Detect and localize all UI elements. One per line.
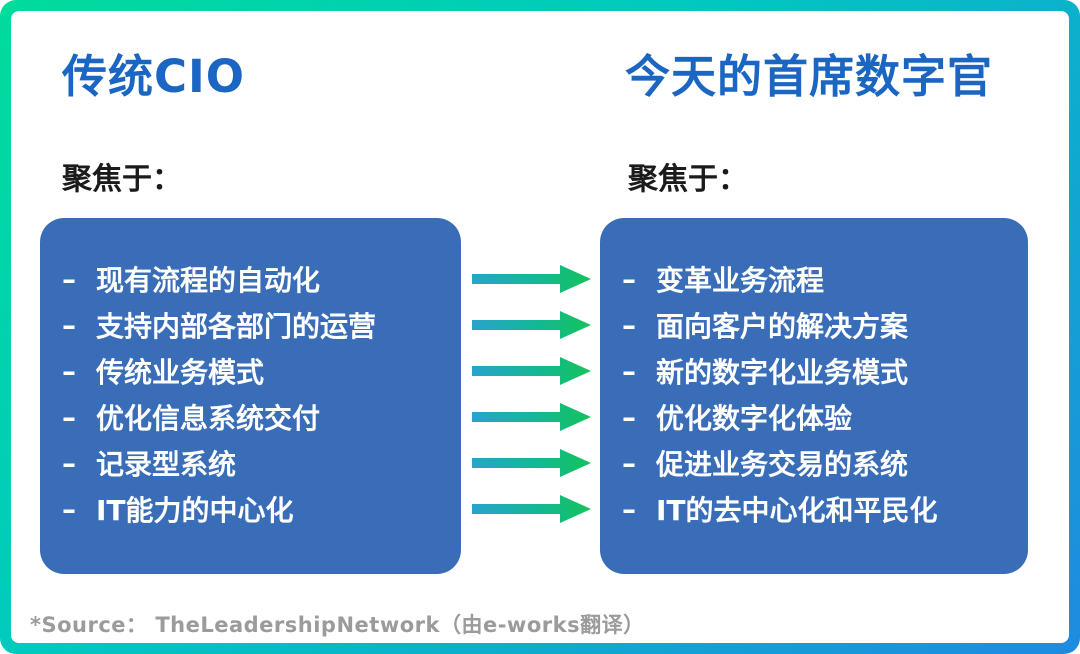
chief-digital-officer-box: – 变革业务流程 – 面向客户的解决方案 – 新的数字化业务模式 – 优化数字化… bbox=[600, 218, 1028, 574]
right-arrow-icon bbox=[472, 265, 591, 293]
arrow-row bbox=[463, 394, 601, 440]
list-item: – 支持内部各部门的运营 bbox=[62, 302, 449, 348]
transition-arrows bbox=[463, 218, 601, 574]
traditional-cio-box: – 现有流程的自动化 – 支持内部各部门的运营 – 传统业务模式 – 优化信息系… bbox=[40, 218, 461, 574]
list-item: – IT的去中心化和平民化 bbox=[622, 486, 1016, 532]
item-text: 优化数字化体验 bbox=[656, 402, 853, 435]
dash-bullet: – bbox=[622, 354, 636, 388]
right-arrow-icon bbox=[472, 311, 591, 339]
item-text: 促进业务交易的系统 bbox=[656, 448, 909, 481]
item-text: 优化信息系统交付 bbox=[96, 402, 321, 435]
content-card: 传统CIO 今天的首席数字官 聚焦于： 聚焦于： – 现有流程的自动化 – 支持… bbox=[11, 11, 1069, 643]
list-item: – 优化数字化体验 bbox=[622, 394, 1016, 440]
right-arrow-icon bbox=[472, 403, 591, 431]
list-item: – 促进业务交易的系统 bbox=[622, 440, 1016, 486]
list-item: – 记录型系统 bbox=[62, 440, 449, 486]
dash-bullet: – bbox=[622, 400, 636, 434]
list-item: – 现有流程的自动化 bbox=[62, 256, 449, 302]
dash-bullet: – bbox=[62, 400, 76, 434]
list-item: – 传统业务模式 bbox=[62, 348, 449, 394]
dash-bullet: – bbox=[622, 262, 636, 296]
arrow-row bbox=[463, 440, 601, 486]
list-item: – 新的数字化业务模式 bbox=[622, 348, 1016, 394]
item-text: 变革业务流程 bbox=[656, 264, 825, 297]
left-column-title: 传统CIO bbox=[62, 50, 246, 103]
arrow-row bbox=[463, 302, 601, 348]
list-item: – 优化信息系统交付 bbox=[62, 394, 449, 440]
dash-bullet: – bbox=[62, 262, 76, 296]
arrow-row bbox=[463, 256, 601, 302]
item-text: 记录型系统 bbox=[96, 448, 237, 481]
dash-bullet: – bbox=[622, 492, 636, 526]
right-column-title: 今天的首席数字官 bbox=[625, 50, 994, 103]
item-text: IT能力的中心化 bbox=[96, 494, 294, 527]
dash-bullet: – bbox=[62, 446, 76, 480]
item-text: 传统业务模式 bbox=[96, 356, 265, 389]
arrow-row bbox=[463, 348, 601, 394]
item-text: IT的去中心化和平民化 bbox=[656, 494, 938, 527]
list-item: – IT能力的中心化 bbox=[62, 486, 449, 532]
dash-bullet: – bbox=[62, 354, 76, 388]
right-focus-label: 聚焦于： bbox=[628, 162, 748, 197]
dash-bullet: – bbox=[62, 492, 76, 526]
dash-bullet: – bbox=[622, 446, 636, 480]
right-arrow-icon bbox=[472, 449, 591, 477]
right-arrow-icon bbox=[472, 495, 591, 523]
dash-bullet: – bbox=[622, 308, 636, 342]
right-arrow-icon bbox=[472, 357, 591, 385]
left-focus-label: 聚焦于： bbox=[62, 162, 182, 197]
list-item: – 面向客户的解决方案 bbox=[622, 302, 1016, 348]
arrow-row bbox=[463, 486, 601, 532]
list-item: – 变革业务流程 bbox=[622, 256, 1016, 302]
item-text: 新的数字化业务模式 bbox=[656, 356, 909, 389]
item-text: 面向客户的解决方案 bbox=[656, 310, 909, 343]
source-attribution: *Source： TheLeadershipNetwork（由e-works翻译… bbox=[30, 613, 645, 637]
item-text: 现有流程的自动化 bbox=[96, 264, 321, 297]
traditional-cio-list: – 现有流程的自动化 – 支持内部各部门的运营 – 传统业务模式 – 优化信息系… bbox=[40, 218, 461, 532]
item-text: 支持内部各部门的运营 bbox=[96, 310, 377, 343]
chief-digital-officer-list: – 变革业务流程 – 面向客户的解决方案 – 新的数字化业务模式 – 优化数字化… bbox=[600, 218, 1028, 532]
dash-bullet: – bbox=[62, 308, 76, 342]
